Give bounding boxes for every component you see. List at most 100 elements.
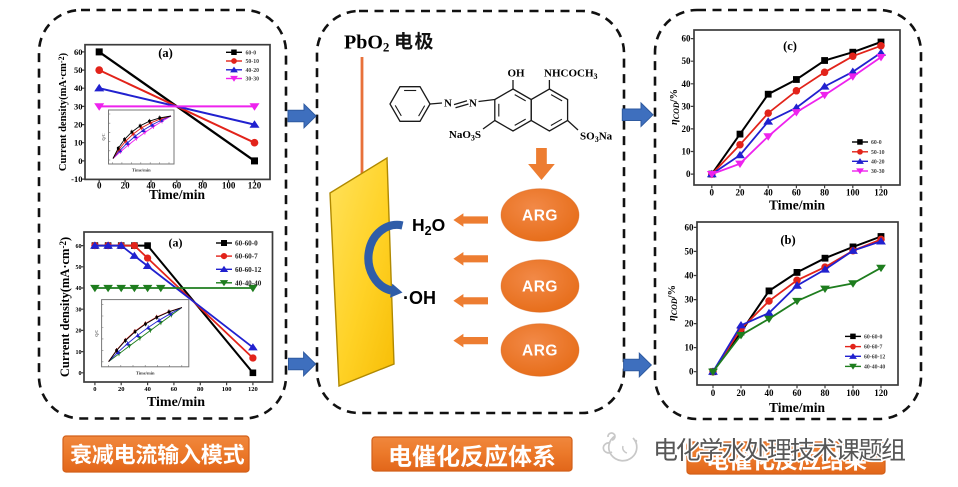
svg-text:40: 40 — [147, 181, 157, 191]
svg-text:60-60-7: 60-60-7 — [864, 345, 882, 351]
svg-text:20: 20 — [74, 120, 83, 130]
svg-text:50: 50 — [685, 246, 695, 256]
svg-text:N: N — [444, 98, 452, 110]
svg-text:0: 0 — [710, 188, 715, 198]
svg-text:80: 80 — [821, 388, 831, 398]
svg-text:10: 10 — [76, 350, 82, 356]
svg-text:30: 30 — [685, 295, 695, 305]
svg-text:120: 120 — [874, 388, 888, 398]
svg-text:(a): (a) — [169, 236, 183, 250]
svg-text:SO3Na: SO3Na — [580, 131, 613, 145]
svg-text:60-60-7: 60-60-7 — [235, 253, 258, 261]
svg-text:40-40-40: 40-40-40 — [864, 365, 885, 371]
svg-text:40: 40 — [74, 83, 83, 93]
svg-text:ηCOD/%: ηCOD/% — [669, 89, 681, 125]
svg-text:60: 60 — [793, 388, 803, 398]
svg-text:Time/min: Time/min — [147, 395, 205, 410]
svg-text:40: 40 — [144, 386, 151, 393]
svg-text:Time/min: Time/min — [769, 400, 825, 415]
svg-text:10: 10 — [74, 138, 83, 148]
svg-text:0: 0 — [97, 181, 102, 191]
svg-text:40: 40 — [685, 271, 695, 281]
svg-text:Q/C: Q/C — [101, 133, 106, 140]
svg-text:80: 80 — [820, 188, 830, 198]
svg-text:·OH: ·OH — [403, 288, 436, 308]
svg-text:PbO2: PbO2 — [344, 32, 389, 55]
svg-text:60: 60 — [76, 244, 82, 250]
svg-text:0: 0 — [93, 386, 96, 393]
svg-text:100: 100 — [222, 386, 232, 393]
svg-text:Q/C: Q/C — [94, 330, 99, 337]
svg-text:H2O: H2O — [412, 215, 445, 238]
svg-text:Time/min: Time/min — [769, 198, 825, 213]
svg-text:Time/min: Time/min — [132, 168, 151, 173]
svg-text:20: 20 — [121, 181, 131, 191]
svg-text:80: 80 — [197, 386, 204, 393]
svg-text:ARG: ARG — [522, 208, 558, 225]
svg-text:100: 100 — [222, 181, 236, 191]
svg-text:30: 30 — [682, 101, 692, 111]
svg-text:0: 0 — [711, 388, 716, 398]
svg-text:60-0: 60-0 — [871, 140, 882, 146]
svg-text:20: 20 — [737, 388, 747, 398]
svg-text:120: 120 — [874, 188, 888, 198]
svg-text:50: 50 — [74, 65, 83, 75]
svg-text:50: 50 — [76, 265, 82, 271]
svg-text:40: 40 — [76, 286, 82, 292]
svg-text:-10: -10 — [71, 174, 82, 184]
svg-text:120: 120 — [248, 386, 258, 393]
svg-text:Current density(mA·cm-2): Current density(mA·cm-2) — [58, 237, 72, 377]
svg-text:60-60-0: 60-60-0 — [235, 240, 258, 248]
svg-text:NaO3S: NaO3S — [449, 129, 481, 143]
svg-text:0: 0 — [78, 156, 82, 166]
svg-text:60-60-0: 60-60-0 — [864, 335, 882, 341]
svg-text:20: 20 — [118, 386, 125, 393]
svg-text:60: 60 — [682, 34, 692, 44]
svg-text:40: 40 — [764, 188, 774, 198]
svg-text:30: 30 — [74, 101, 83, 111]
svg-text:30-30: 30-30 — [871, 169, 885, 175]
svg-text:ARG: ARG — [522, 279, 558, 296]
svg-text:30: 30 — [76, 307, 82, 313]
svg-text:60: 60 — [74, 47, 83, 57]
svg-text:(c): (c) — [783, 39, 797, 53]
svg-text:ηCOD/%: ηCOD/% — [667, 285, 679, 321]
svg-text:0: 0 — [686, 169, 691, 179]
svg-text:N: N — [469, 98, 477, 110]
svg-text:40: 40 — [682, 79, 692, 89]
svg-text:(a): (a) — [158, 46, 173, 60]
svg-text:60: 60 — [171, 386, 178, 393]
svg-text:40-40-40: 40-40-40 — [235, 279, 262, 287]
svg-text:50: 50 — [682, 56, 692, 66]
svg-text:Time/min: Time/min — [149, 187, 205, 202]
svg-text:20: 20 — [76, 329, 82, 335]
svg-text:40-20: 40-20 — [871, 159, 885, 165]
svg-text:(b): (b) — [780, 233, 795, 247]
svg-text:40: 40 — [765, 388, 775, 398]
svg-text:30-30: 30-30 — [246, 77, 260, 83]
svg-text:60: 60 — [172, 181, 182, 191]
svg-text:Current density(mA·cm-2): Current density(mA·cm-2) — [57, 52, 69, 171]
svg-text:60-0: 60-0 — [246, 50, 257, 56]
svg-text:Time/min: Time/min — [136, 370, 155, 375]
svg-text:100: 100 — [846, 188, 860, 198]
svg-text:60: 60 — [792, 188, 802, 198]
svg-text:10: 10 — [685, 343, 695, 353]
svg-text:10: 10 — [682, 147, 692, 157]
svg-text:40-20: 40-20 — [246, 68, 260, 74]
svg-text:20: 20 — [685, 319, 695, 329]
svg-text:120: 120 — [248, 181, 262, 191]
svg-text:50-10: 50-10 — [246, 59, 260, 65]
svg-text:20: 20 — [682, 124, 692, 134]
svg-text:0: 0 — [79, 371, 82, 377]
svg-text:0: 0 — [689, 367, 694, 377]
svg-text:ARG: ARG — [522, 343, 558, 360]
svg-text:60-60-12: 60-60-12 — [864, 354, 885, 360]
svg-text:NHCOCH3: NHCOCH3 — [544, 68, 598, 82]
svg-text:OH: OH — [507, 68, 525, 80]
svg-text:80: 80 — [198, 181, 208, 191]
svg-text:60-60-12: 60-60-12 — [235, 266, 262, 274]
svg-text:50-10: 50-10 — [871, 150, 885, 156]
svg-text:20: 20 — [736, 188, 746, 198]
svg-text:100: 100 — [846, 388, 860, 398]
